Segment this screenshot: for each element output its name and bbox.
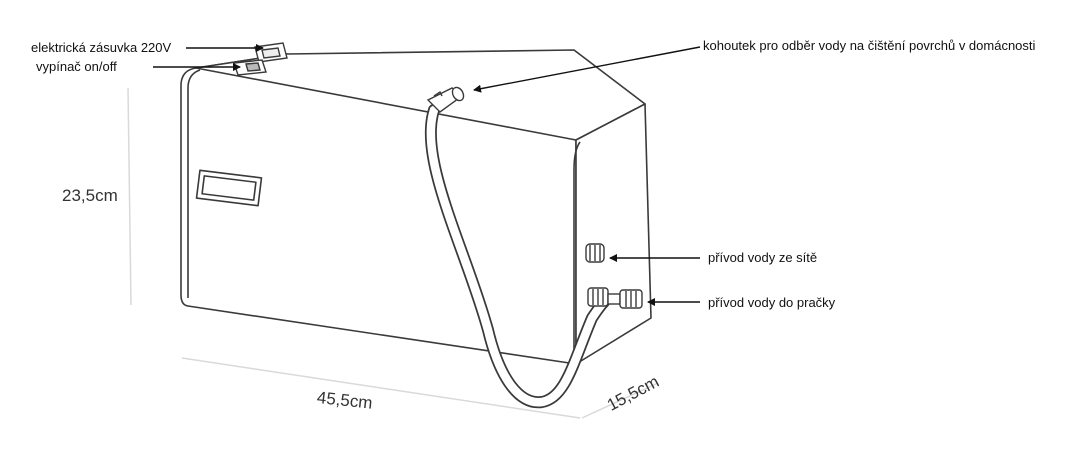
water-inlet-label: přívod vody ze sítě	[708, 250, 818, 265]
depth-dimension-line	[581, 382, 659, 419]
side-connectors	[585, 243, 643, 309]
dimension-lines	[127, 87, 659, 419]
switch-label: vypínač on/off	[36, 59, 117, 74]
hose	[424, 104, 610, 409]
display-window-inner	[201, 175, 257, 201]
tap-arrow	[473, 46, 701, 93]
socket-slot-icon	[261, 47, 281, 59]
side-edge	[573, 141, 581, 358]
hose-inner	[426, 105, 609, 407]
tap-label: kohoutek pro odběr vody na čištění povrc…	[703, 38, 1036, 53]
switch-rocker-icon	[245, 62, 261, 72]
tap-end	[451, 86, 465, 102]
washer-outlet-label: přívod vody do pračky	[708, 295, 836, 310]
tap-lever	[433, 90, 443, 97]
device-body	[180, 49, 652, 365]
top-controls	[233, 42, 288, 76]
front-edge	[187, 69, 201, 298]
height-dimension-label: 23,5cm	[62, 186, 118, 205]
height-dimension-line	[127, 87, 132, 306]
tee-pipe	[607, 293, 621, 305]
callout-arrows	[153, 44, 701, 306]
width-dimension-line	[181, 357, 581, 419]
socket-label: elektrická zásuvka 220V	[31, 40, 172, 55]
tap-nozzle	[426, 86, 465, 113]
